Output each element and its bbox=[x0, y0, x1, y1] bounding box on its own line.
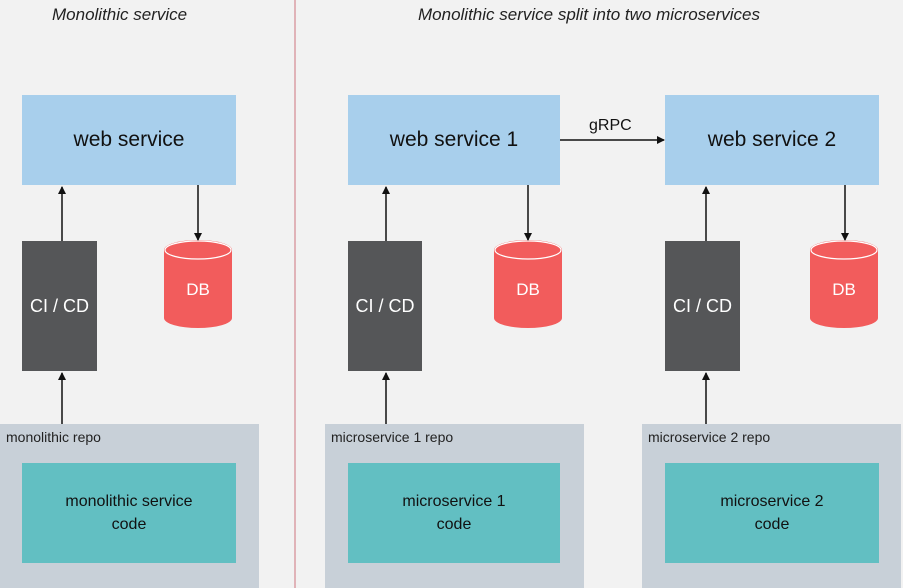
panel-divider bbox=[294, 0, 296, 588]
code-line: code bbox=[436, 516, 472, 533]
code-line: microservice 1 bbox=[402, 493, 506, 510]
database-label: DB bbox=[516, 280, 540, 299]
code-box-2: microservice 2 code bbox=[665, 463, 879, 563]
grpc-label: gRPC bbox=[589, 117, 632, 134]
code-box-1: microservice 1 code bbox=[348, 463, 560, 563]
code-box: monolithic service code bbox=[22, 463, 236, 563]
monolith-title: Monolithic service bbox=[52, 5, 188, 24]
repo-label: microservice 2 repo bbox=[648, 429, 771, 445]
web-service-box: web service bbox=[22, 95, 236, 185]
database-cylinder-icon bbox=[164, 240, 232, 328]
database-1: DB bbox=[494, 240, 562, 330]
repo-label: microservice 1 repo bbox=[331, 429, 454, 445]
web-service-2-box: web service 2 bbox=[665, 95, 879, 185]
cicd-box-2: CI / CD bbox=[665, 241, 740, 371]
web-service-1-box: web service 1 bbox=[348, 95, 560, 185]
database-2: DB bbox=[810, 240, 878, 330]
database-cylinder-icon bbox=[494, 240, 562, 328]
database-label: DB bbox=[186, 280, 210, 299]
database: DB bbox=[164, 240, 232, 330]
repo-label: monolithic repo bbox=[6, 429, 101, 445]
code-line: code bbox=[754, 516, 790, 533]
microservices-title: Monolithic service split into two micros… bbox=[418, 5, 760, 24]
database-label: DB bbox=[832, 280, 856, 299]
cicd-box-1: CI / CD bbox=[348, 241, 422, 371]
code-line: monolithic service bbox=[65, 493, 193, 510]
cicd-box: CI / CD bbox=[22, 241, 97, 371]
code-line: code bbox=[111, 516, 147, 533]
code-line: microservice 2 bbox=[720, 493, 824, 510]
database-cylinder-icon bbox=[810, 240, 878, 328]
